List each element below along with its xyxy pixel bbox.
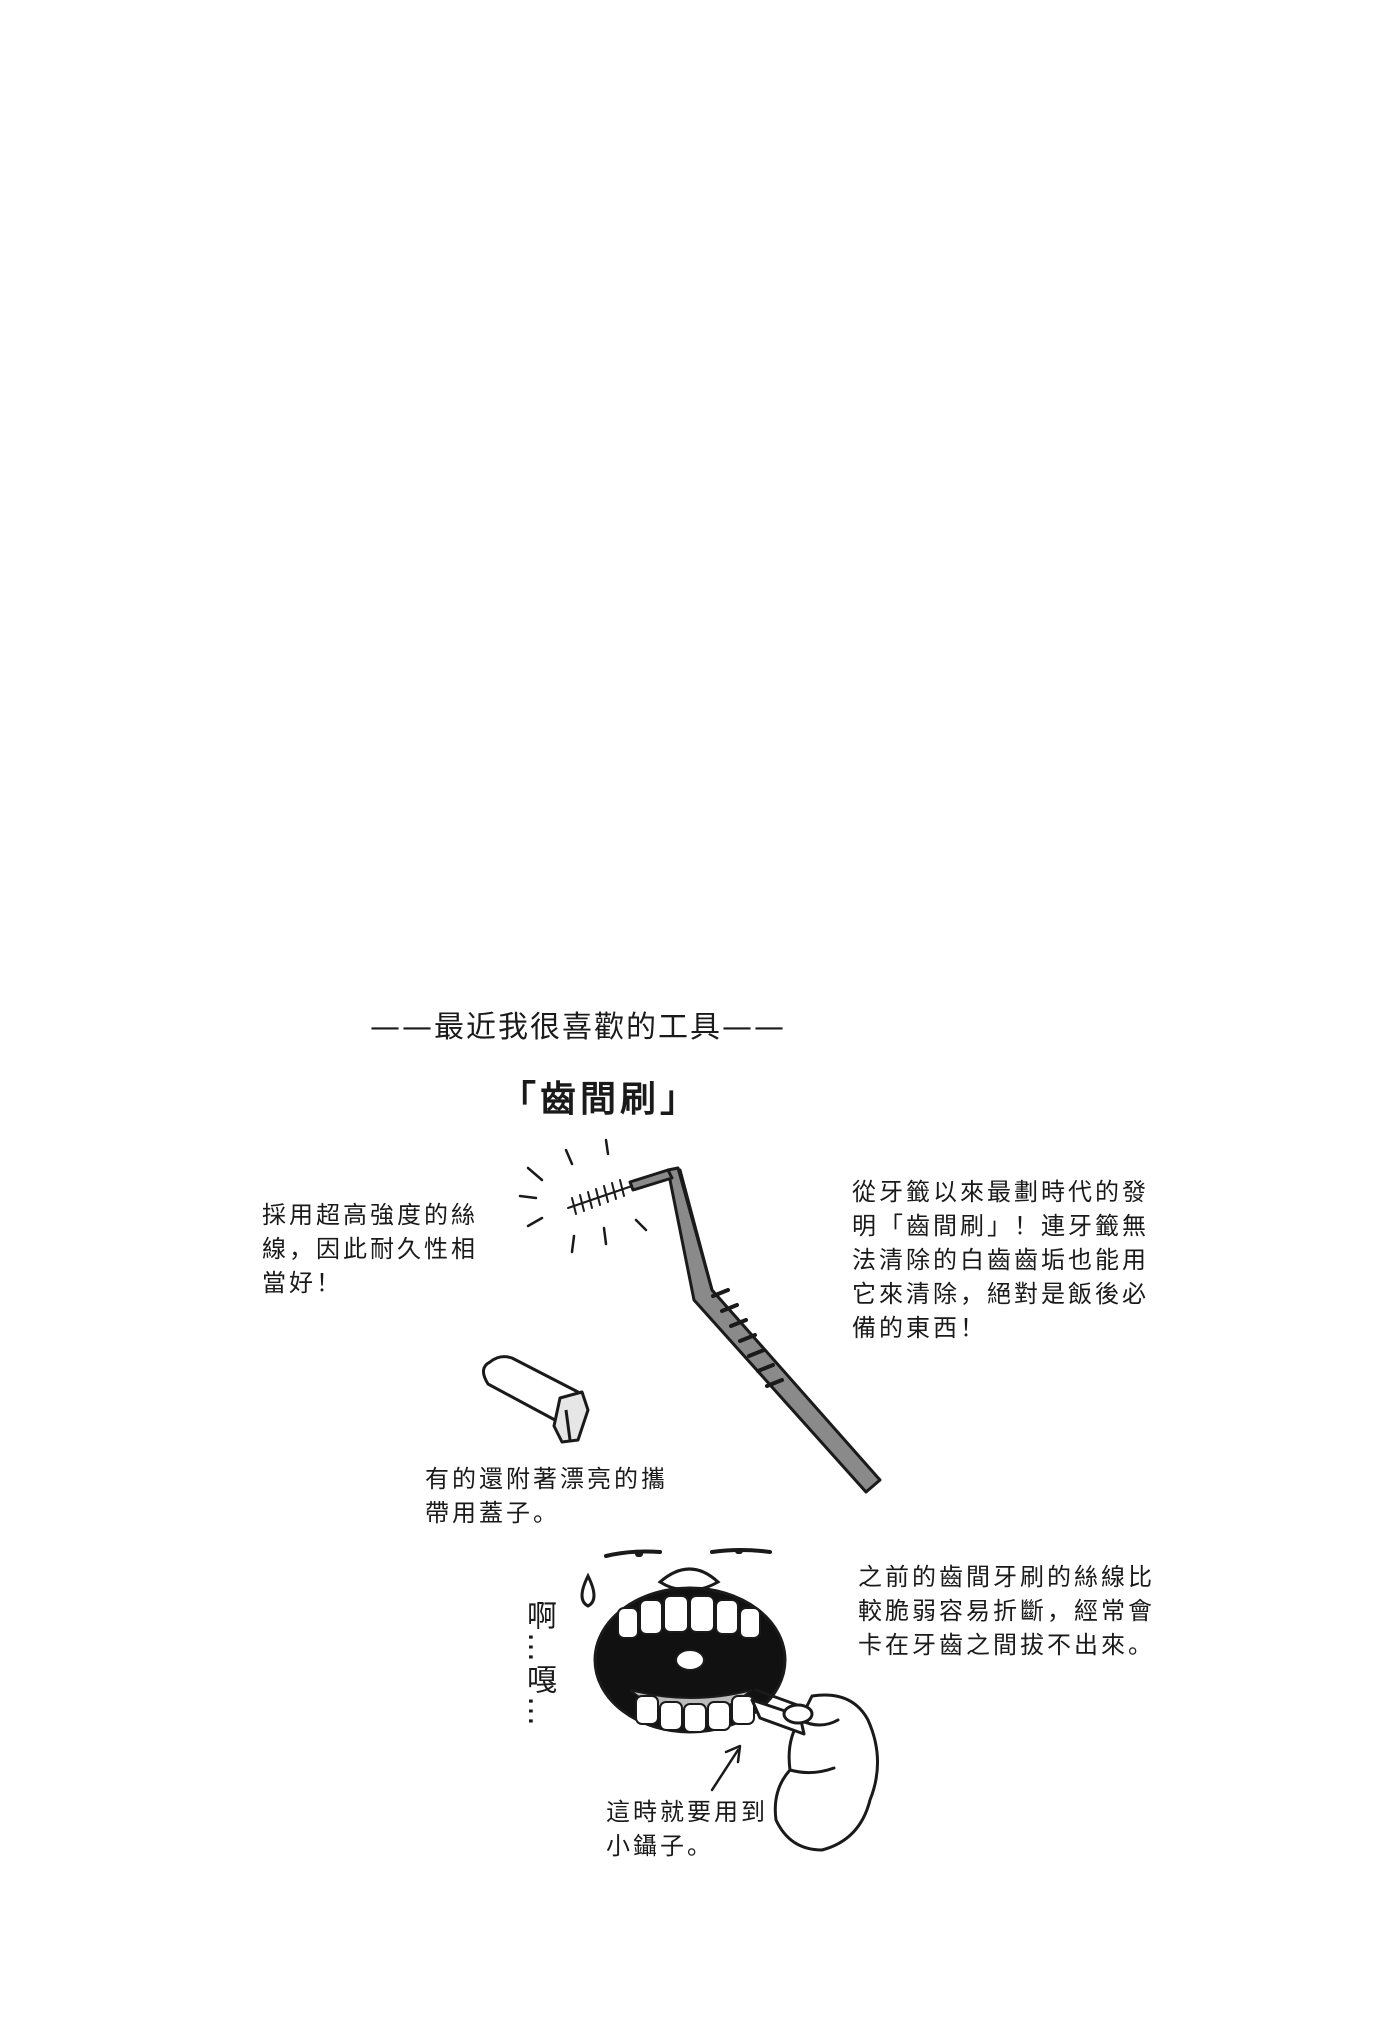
interdental-brush-icon: [518, 1138, 882, 1494]
note-invention: 從牙籤以來最劃時代的發明「齒間刷」！連牙籤無法清除的白齒齒垢也能用它來清除，絕對…: [852, 1178, 1149, 1342]
hand-with-tweezers-icon: [710, 1688, 879, 1852]
note-durability: 採用超高強度的絲線，因此耐久性相當好！: [262, 1201, 478, 1297]
exclamation-text: 啊…嘎…: [521, 1600, 556, 1728]
brush-cap-icon: [482, 1355, 590, 1444]
page-title: 「齒間刷」: [500, 1079, 701, 1120]
note-cap: 有的還附著漂亮的攜帶用蓋子。: [425, 1465, 668, 1527]
note-tweezers: 這時就要用到小鑷子。: [606, 1798, 768, 1860]
section-heading: ——最近我很喜歡的工具——: [370, 1010, 786, 1045]
note-breakage: 之前的齒間牙刷的絲線比較脆弱容易折斷，經常會卡在牙齒之間拔不出來。: [858, 1563, 1155, 1659]
open-mouth-face-icon: [580, 1548, 787, 1734]
